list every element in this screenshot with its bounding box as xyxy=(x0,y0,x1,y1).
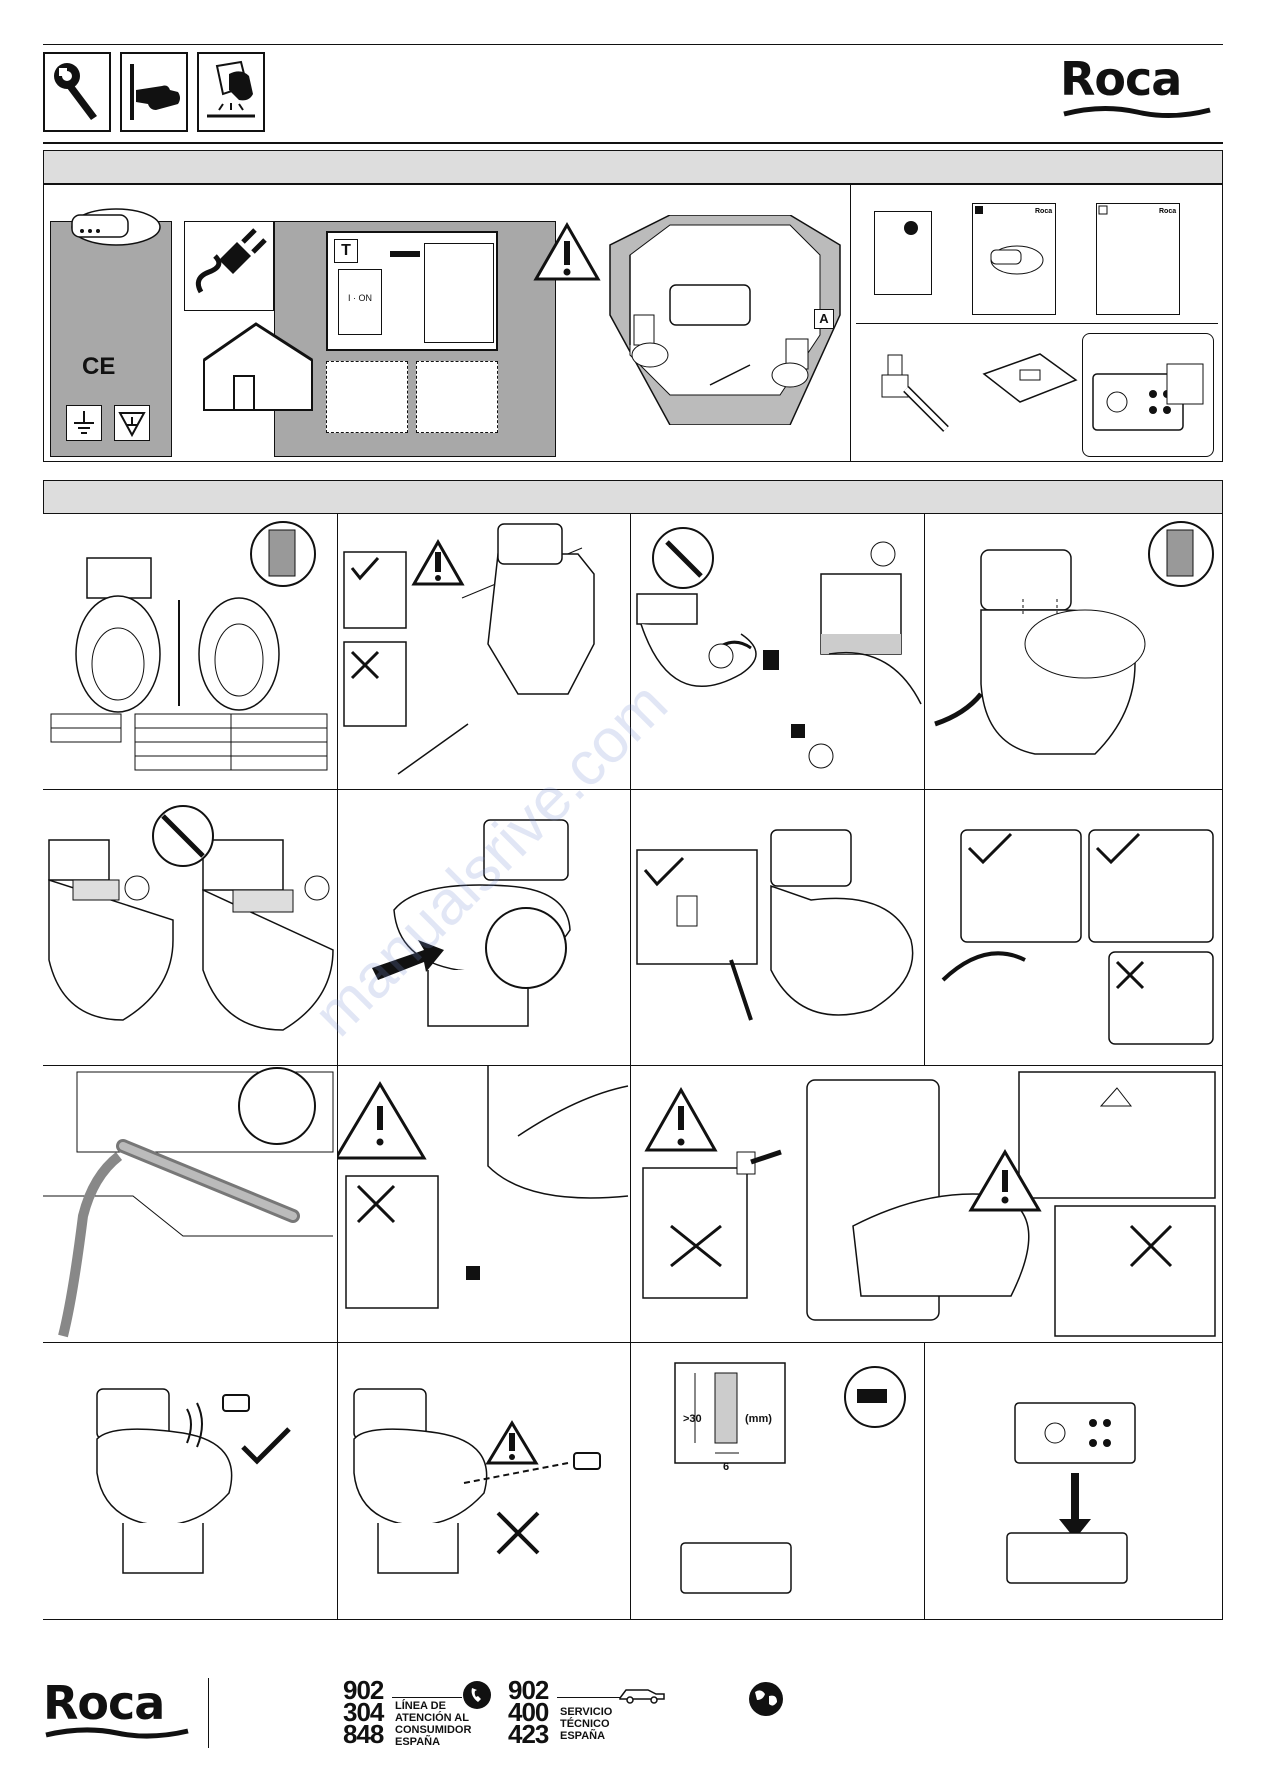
consumer-label-4: ESPAÑA xyxy=(395,1736,441,1748)
footer-brand-logo: Roca xyxy=(43,1676,165,1730)
drill-depth: >30 xyxy=(683,1413,702,1425)
step-2-outlet-position xyxy=(338,514,631,790)
breaker-bar xyxy=(390,251,420,257)
phone-icon xyxy=(463,1681,491,1709)
wiring-diagram-2 xyxy=(416,361,498,433)
service-label-1: SERVICIO xyxy=(560,1706,613,1718)
drill-diameter: 6 xyxy=(723,1461,730,1473)
brand-logo: Roca xyxy=(1060,52,1182,106)
equipotential-icon xyxy=(114,405,150,441)
fuse-box: T I · ON xyxy=(326,231,498,351)
step-11-plug-in xyxy=(631,1066,1223,1343)
seat-product-icon xyxy=(71,208,161,246)
header-rule xyxy=(43,142,1223,144)
section-1-panel: CE T I · ON xyxy=(43,184,1223,462)
step-10-open-valve xyxy=(338,1066,631,1343)
rcd-module xyxy=(424,243,494,343)
brand-logo-wave xyxy=(1063,105,1211,119)
section-2-bar xyxy=(43,480,1223,514)
svg-text:Roca: Roca xyxy=(1159,208,1176,215)
step-14-drill-wall: >30 (mm) 6 xyxy=(631,1343,925,1620)
service-line-rule xyxy=(557,1697,623,1698)
van-icon xyxy=(619,1689,665,1704)
top-rule xyxy=(43,44,1223,45)
consumer-line-rule xyxy=(392,1697,462,1698)
footer-logo-wave xyxy=(45,1727,189,1739)
drill-unit: (mm) xyxy=(745,1413,772,1425)
consumer-label-3: CONSUMIDOR xyxy=(395,1724,472,1736)
section-1-divider xyxy=(850,185,851,461)
step-15-mount-remote xyxy=(925,1343,1223,1620)
svg-text:Roca: Roca xyxy=(1035,208,1052,215)
ground-icon xyxy=(66,405,102,441)
globe-icon xyxy=(749,1682,783,1716)
service-number-2: 400 xyxy=(508,1697,549,1727)
section-1-bar xyxy=(43,150,1223,184)
step-6-slide-seat xyxy=(338,790,631,1066)
hand-pointing-icon xyxy=(120,52,188,132)
breaker xyxy=(338,269,382,335)
installation-manual: Roca xyxy=(972,203,1056,315)
consumer-label-1: LÍNEA DE xyxy=(395,1700,446,1712)
service-number-3: 423 xyxy=(508,1719,549,1749)
house-icon xyxy=(203,322,313,411)
service-label-3: ESPAÑA xyxy=(560,1730,606,1742)
wiring-diagram-1 xyxy=(326,361,408,433)
valve-part xyxy=(881,354,949,432)
ce-mark: CE xyxy=(82,353,116,380)
step-5-fix-plate xyxy=(43,790,338,1066)
step-12-remote-good xyxy=(43,1343,338,1620)
step-9-tighten xyxy=(43,1066,338,1343)
safety-document xyxy=(874,211,932,295)
warning-icon xyxy=(533,221,601,281)
service-label-2: TÉCNICO xyxy=(560,1718,610,1730)
remote-control-part xyxy=(1082,333,1214,457)
step-4-bolt-holes xyxy=(925,514,1223,790)
user-manual: Roca xyxy=(1096,203,1180,315)
section-1-hdivider xyxy=(856,323,1218,324)
wrench-icon xyxy=(43,52,111,132)
footer-divider xyxy=(208,1678,209,1748)
consumer-number-2: 304 xyxy=(343,1697,384,1727)
cleaning-cloth-icon xyxy=(197,52,265,132)
service-number-1: 902 xyxy=(508,1675,549,1705)
consumer-number-1: 902 xyxy=(343,1675,384,1705)
step-13-remote-bad xyxy=(338,1343,631,1620)
mounting-plate-part xyxy=(982,353,1078,403)
step-3-remove-seat xyxy=(631,514,925,790)
step-7-connect-hose xyxy=(631,790,925,1066)
consumer-number-3: 848 xyxy=(343,1719,384,1749)
bathroom-diagram xyxy=(609,215,841,425)
zone-label: A xyxy=(814,309,834,329)
switch-state: I · ON xyxy=(348,293,372,303)
plug-icon xyxy=(184,221,274,311)
step-1-measure xyxy=(43,514,338,790)
switch-label: T xyxy=(334,239,358,263)
consumer-label-2: ATENCIÓN AL xyxy=(395,1712,469,1724)
step-8-hose-routing xyxy=(925,790,1223,1066)
